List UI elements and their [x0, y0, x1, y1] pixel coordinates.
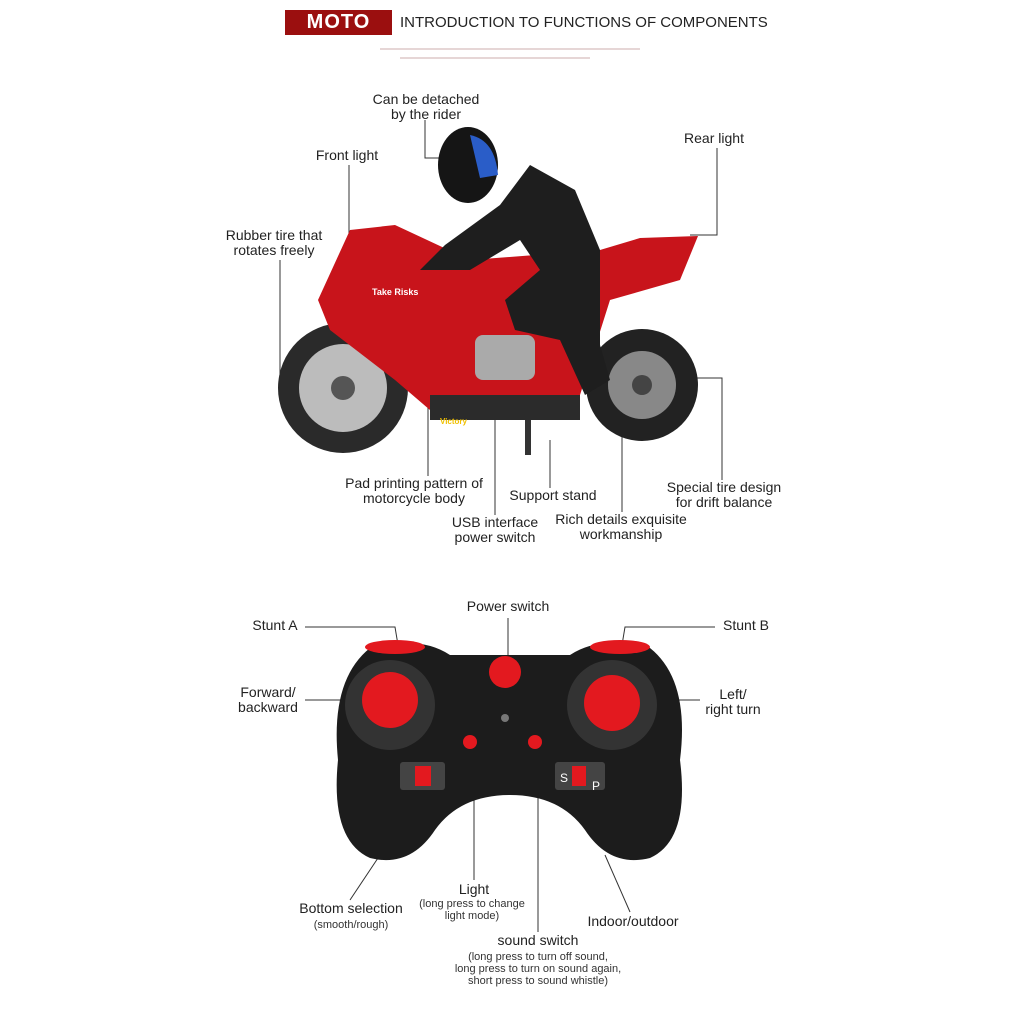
controller-image: S P	[336, 640, 682, 861]
label-left-right: Left/right turn	[705, 686, 761, 717]
label-indoor-outdoor: Indoor/outdoor	[587, 913, 679, 929]
label-bottom-selection: Bottom selection	[299, 900, 403, 916]
page-title: INTRODUCTION TO FUNCTIONS OF COMPONENTS	[400, 14, 768, 31]
decal-brand: Victory	[440, 417, 468, 426]
label-sound-sub: (long press to turn off sound,long press…	[454, 951, 622, 987]
decal-take-risks: Take Risks	[372, 287, 418, 297]
label-light: Light	[458, 881, 490, 897]
label-bottom-selection-sub: (smooth/rough)	[313, 919, 389, 931]
label-stunt-a: Stunt A	[252, 617, 298, 633]
switch-letter-p: P	[592, 779, 600, 793]
label-front-light: Front light	[315, 147, 379, 163]
switch-letter-s: S	[560, 771, 568, 785]
label-power-switch: Power switch	[466, 598, 550, 614]
faint-subtitle-line	[400, 57, 590, 59]
label-rear-light: Rear light	[684, 130, 744, 146]
motorcycle-image: Take Risks Victory	[278, 127, 698, 455]
label-forward-backward: Forward/backward	[238, 684, 298, 715]
label-sound-switch: sound switch	[497, 932, 579, 948]
label-stunt-b: Stunt B	[723, 617, 769, 633]
moto-badge: MOTO	[285, 10, 392, 35]
label-support-stand: Support stand	[509, 487, 597, 503]
faint-subtitle-line	[380, 48, 640, 50]
